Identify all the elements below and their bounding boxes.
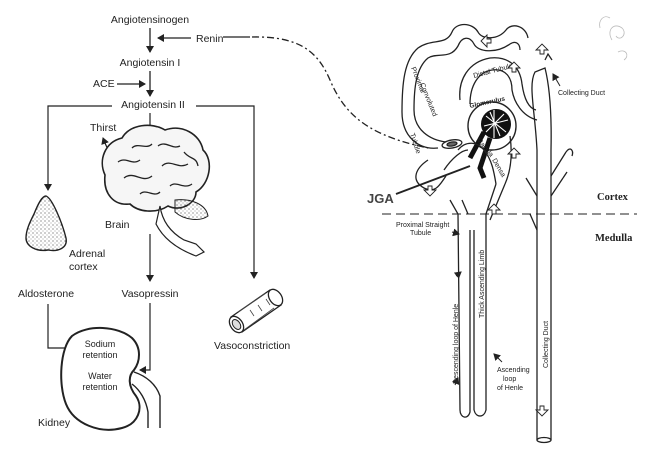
water-retention-line2: retention [82,382,117,392]
tubule-label: Tubule [408,132,421,154]
aldosterone-label: Aldosterone [18,288,74,300]
sodium-retention-line2: retention [82,350,117,360]
collecting-duct-illustration [525,52,574,444]
kidney-illustration [60,326,141,431]
convoluted-label: Convoluted [418,82,438,118]
nephron-panel: Cortex Medulla Collecting Duct Collectin… [367,16,637,444]
cortex-label: Cortex [597,192,629,203]
water-retention-line1: Water [88,371,112,381]
vasoconstriction-label: Vasoconstriction [214,340,290,352]
adrenal-label-line1: Adrenal [69,248,105,260]
angiotensin-1-label: Angiotensin I [120,57,181,69]
medulla-label: Medulla [595,233,633,244]
ascending-loop-line1: Ascending [497,367,530,374]
glomerulus-illustration [467,101,517,179]
proximal-straight-pointer [451,228,460,237]
ureter-illustration [131,371,161,428]
jga-label: JGA [367,191,394,206]
collecting-duct-top-pointer [552,73,561,87]
descending-pointer-top [453,271,462,279]
proximal-convoluted-tubule [401,23,529,191]
arrow-to-adrenal [44,105,112,191]
arrow-to-vasoconstriction [196,105,258,279]
sodium-retention-line1: Sodium [85,339,116,349]
distal-tubule-label: Distal Tubule [473,63,514,80]
adrenal-gland-illustration [25,195,67,252]
jga-vessels [441,139,463,149]
kidney-label: Kidney [38,417,71,429]
collecting-duct-bottom-label: Collecting Duct [543,321,550,368]
ascending-pointer [493,353,503,363]
renin-to-jga-connector [251,36,429,149]
descending-pointer-bottom [451,377,460,386]
thick-ascending-label: Thick Ascending Limb [479,250,486,318]
renin-label: Renin [196,33,224,45]
ace-label: ACE [93,78,115,90]
proximal-straight-label-line2: Tubule [410,230,431,237]
angiotensinogen-label: Angiotensinogen [111,14,189,26]
flow-arrows [422,33,550,417]
raas-panel: Angiotensinogen Renin Angiotensin I ACE … [18,14,290,431]
ascending-loop-line3: of Henle [497,385,523,392]
proximal-straight-label-line1: Proximal Straight [396,222,449,229]
arrow-to-water-retention [139,303,151,374]
adrenal-label-line2: cortex [69,261,98,273]
angiotensin-2-label: Angiotensin II [121,99,185,111]
blood-vessel-illustration [228,288,284,334]
descending-loop-label: Descending loop of Henle [453,304,460,384]
decorative-curls [599,16,628,61]
thirst-label: Thirst [90,122,116,134]
brain-label: Brain [105,219,130,231]
collecting-duct-top-label: Collecting Duct [558,90,605,97]
jga-pointer [395,165,471,195]
ascending-loop-line2: loop [503,376,516,383]
vasopressin-label: Vasopressin [121,288,178,300]
brain-illustration [101,124,211,257]
